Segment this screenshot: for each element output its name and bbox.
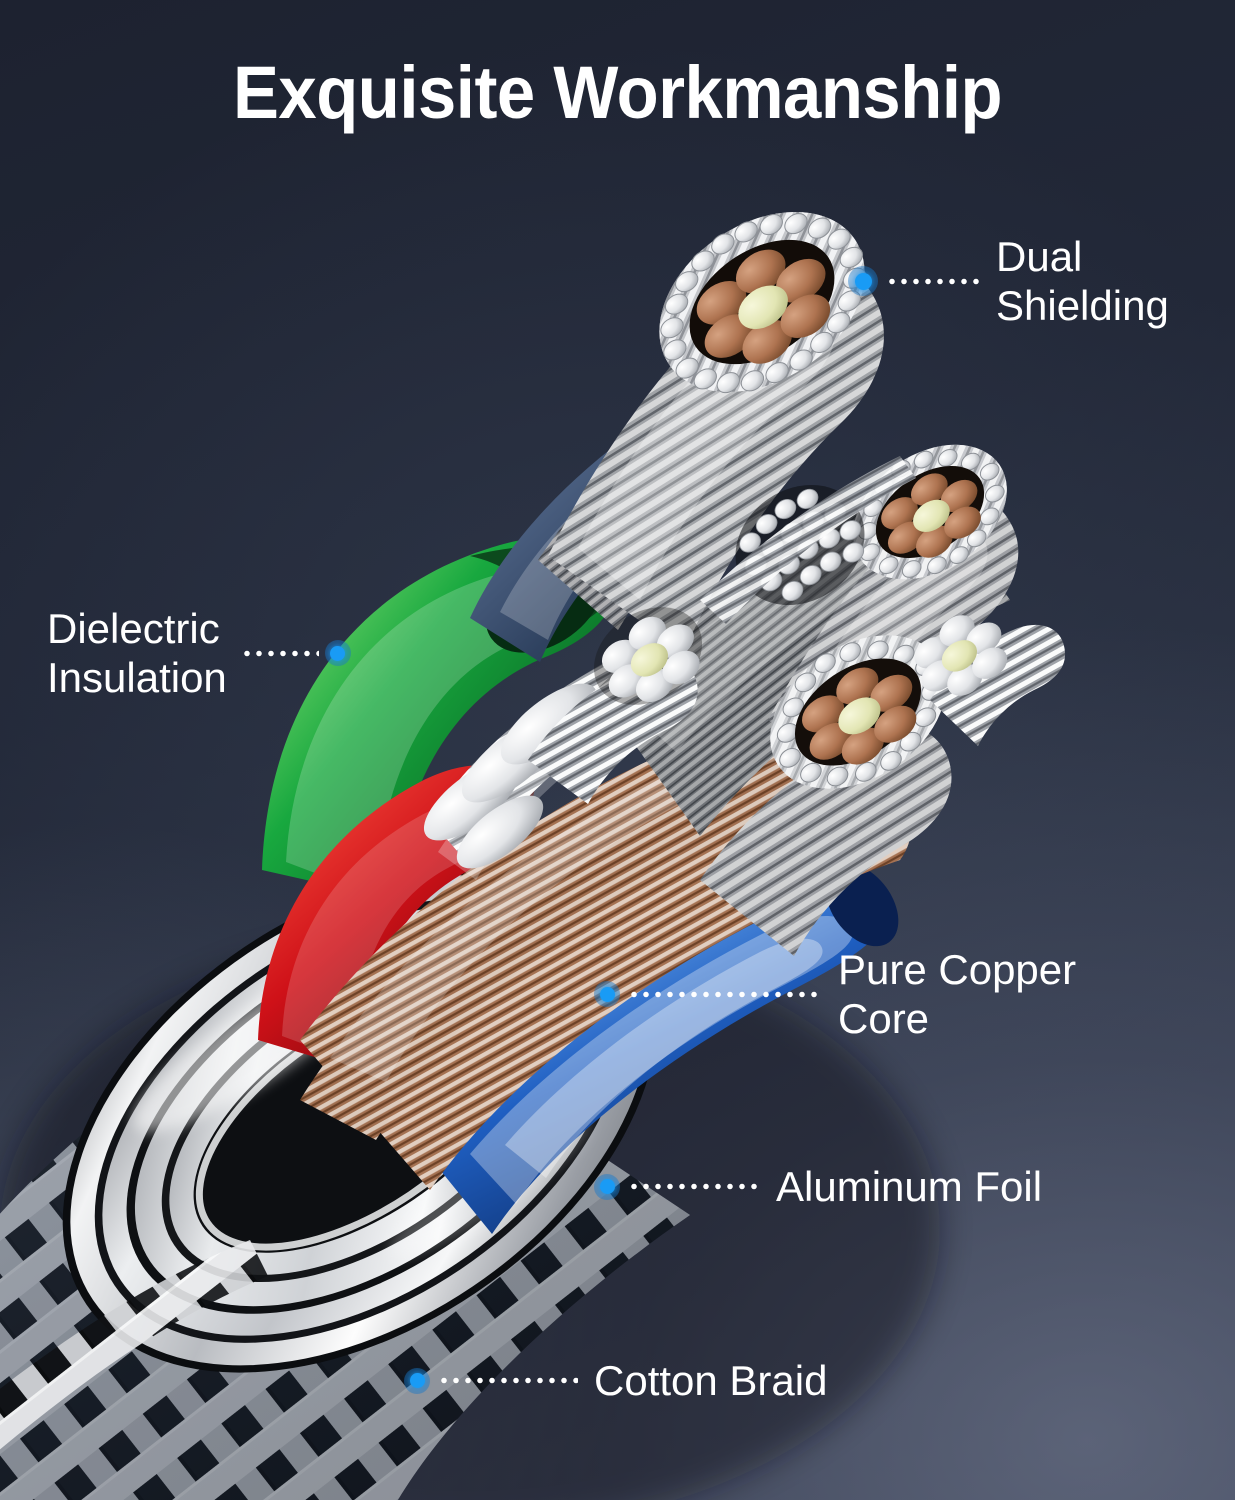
shielded-wire-right xyxy=(768,444,1019,784)
leader-line-cotton-braid xyxy=(438,1377,578,1385)
tinned-strand-bundle xyxy=(423,628,716,880)
callout-pure-copper-core: Pure Copper Core xyxy=(594,945,1076,1043)
copper-7-strand-core xyxy=(802,667,917,765)
leader-line-aluminum-foil xyxy=(628,1183,760,1191)
cotton-braid-layer xyxy=(0,975,690,1500)
callout-marker-cotton-braid xyxy=(404,1367,430,1394)
callout-marker-pure-copper-core xyxy=(594,981,620,1008)
copper-7-strand-core xyxy=(881,473,981,558)
callout-dielectric-insulation: Dielectric Insulation xyxy=(47,604,351,702)
tinned-7-strand-core xyxy=(601,616,700,703)
tinned-7-strand-core xyxy=(914,615,1008,696)
leader-line-pure-copper-core xyxy=(628,990,820,998)
leader-line-dual-shielding xyxy=(886,277,982,285)
leader-line-dielectric-insulation xyxy=(240,649,319,657)
shield-strand-fan xyxy=(700,456,916,624)
callout-label-dielectric-insulation: Dielectric Insulation xyxy=(47,605,227,702)
insulation-red xyxy=(258,759,536,1070)
callout-label-pure-copper-core: Pure Copper Core xyxy=(838,946,1077,1043)
shielded-wire-top xyxy=(548,211,884,652)
callout-marker-dual-shielding xyxy=(848,266,878,297)
insulation-green xyxy=(262,537,615,900)
callout-aluminum-foil: Aluminum Foil xyxy=(594,1162,1042,1211)
page-title: Exquisite Workmanship xyxy=(232,51,1003,134)
copper-7-strand-core xyxy=(696,249,831,364)
callout-marker-dielectric-insulation xyxy=(324,640,351,667)
cotton-braid-strands xyxy=(0,1240,268,1450)
callout-marker-aluminum-foil xyxy=(594,1173,620,1200)
dual-shield-braid-sheet xyxy=(596,470,1010,836)
dual-shield-braid-sheet-2 xyxy=(538,330,840,630)
multi-strand-bundle xyxy=(735,484,865,606)
tinned-wire-right xyxy=(914,615,1066,746)
callout-dual-shielding: Dual Shielding xyxy=(848,232,1169,330)
callout-cotton-braid: Cotton Braid xyxy=(404,1356,827,1405)
callout-label-dual-shielding: Dual Shielding xyxy=(996,233,1169,330)
shielded-wire-center xyxy=(700,635,952,956)
callout-label-aluminum-foil: Aluminum Foil xyxy=(776,1163,1043,1210)
cable-core-body xyxy=(258,330,1010,1234)
pure-copper-core-fan-2 xyxy=(300,724,840,1140)
insulation-slate xyxy=(470,372,757,662)
tinned-wire-center xyxy=(528,607,703,804)
callout-label-cotton-braid: Cotton Braid xyxy=(594,1357,828,1404)
